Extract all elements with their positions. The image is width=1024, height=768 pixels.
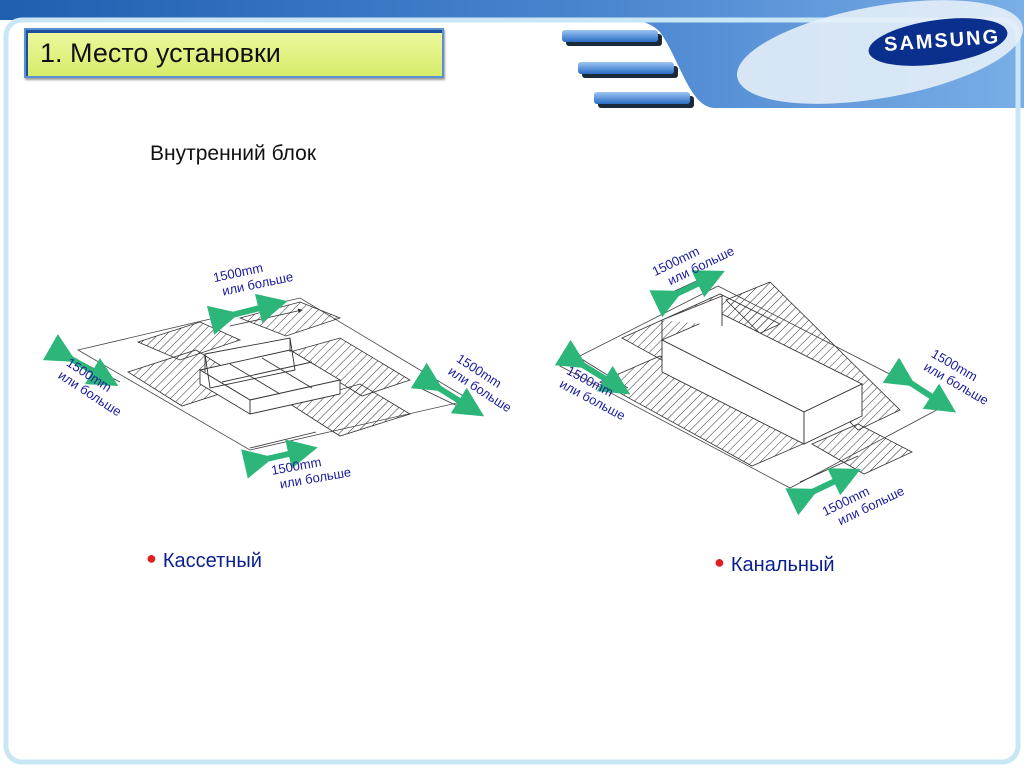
bullet-icon: ●: [714, 552, 725, 572]
cassette-arrow-left: [42, 334, 119, 386]
duct-arrow-bottom: [785, 468, 861, 516]
section-subtitle: Внутренний блок: [150, 142, 317, 165]
samsung-logo-oval: [868, 18, 1008, 66]
page-title: 1. Место установки: [40, 38, 281, 68]
duct-clearance-front: [811, 423, 913, 475]
cassette-unit: [198, 337, 342, 415]
duct-diagram: [559, 271, 951, 489]
decor-bars: [562, 30, 694, 108]
duct-label: ●Канальный: [714, 552, 835, 576]
cassette-arrow-bottom: [241, 439, 318, 479]
cassette-label: ●Кассетный: [146, 548, 262, 572]
duct-arrow-left: [554, 339, 631, 395]
cassette-dim-arrows: [42, 293, 485, 479]
title-box: 1. Место установки: [24, 28, 444, 78]
duct-dim-arrows: [554, 270, 957, 516]
cassette-diagram: [61, 297, 472, 451]
cassette-arrow-top: [206, 293, 288, 335]
bullet-icon: ●: [146, 548, 157, 568]
cassette-arrow-right: [410, 362, 485, 417]
duct-arrow-right: [882, 357, 957, 413]
duct-arrow-top: [649, 270, 725, 318]
